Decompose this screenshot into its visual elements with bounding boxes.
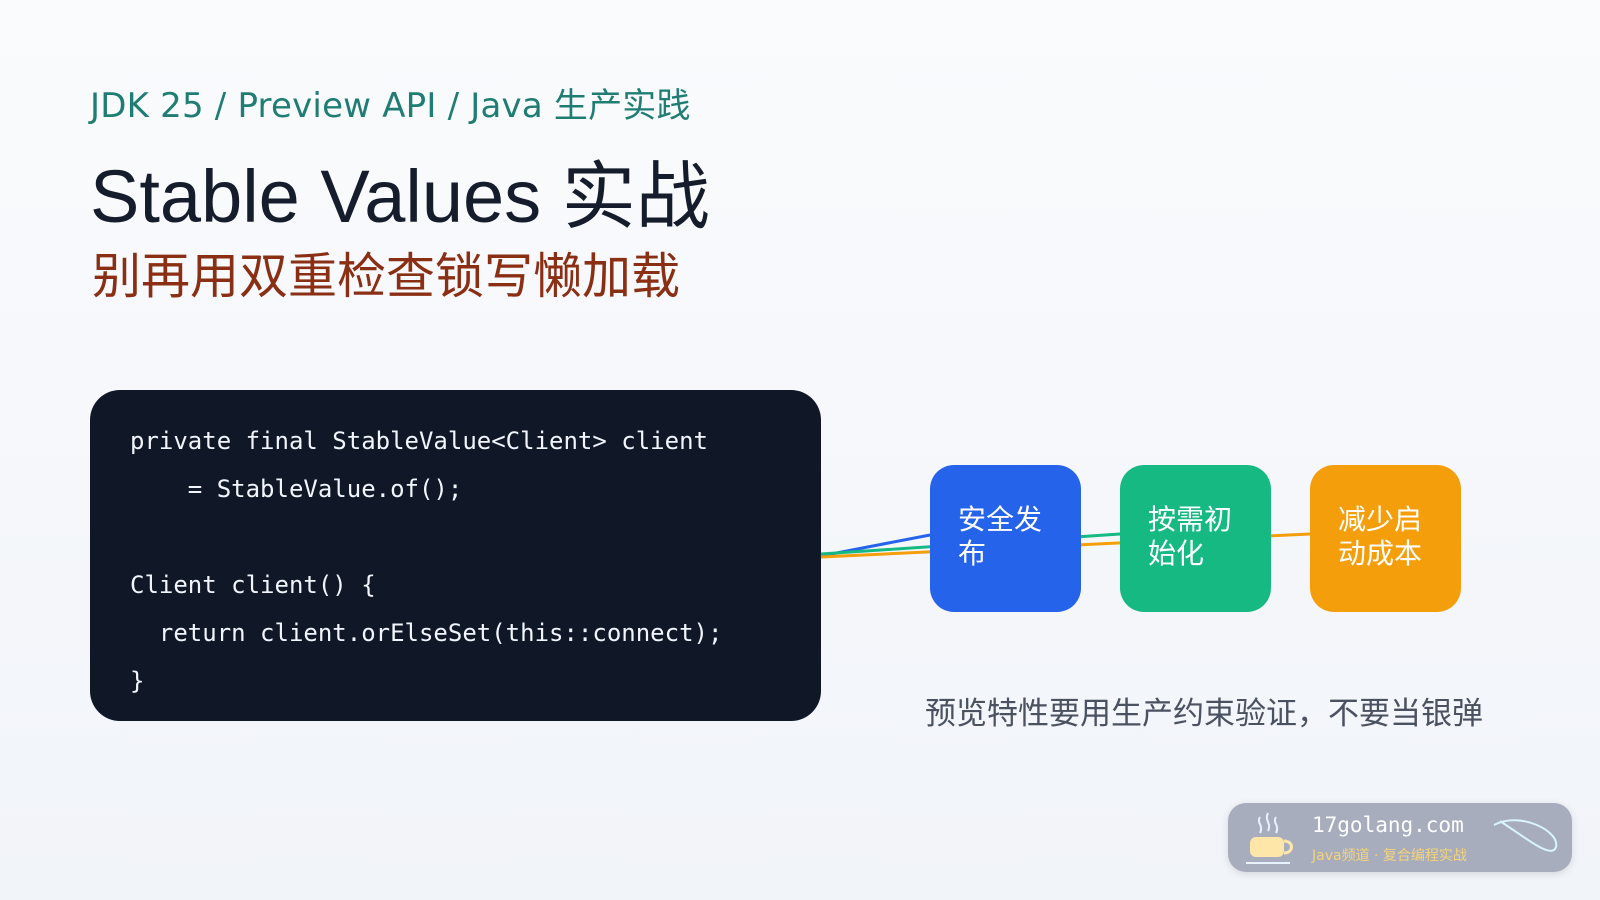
code-line: } <box>130 667 145 695</box>
watermark-badge: 17golang.com Java频道 · 复合编程实战 <box>1228 803 1572 872</box>
slide-subtitle: 别再用双重检查锁写懒加载 <box>92 248 681 305</box>
code-line: Client client() { <box>130 571 376 599</box>
code-line: return client.orElseSet(this::connect); <box>130 619 723 647</box>
coffee-cup-icon <box>1246 812 1293 864</box>
code-line <box>130 513 821 561</box>
connector-line-blue <box>820 533 931 558</box>
code-line: = StableValue.of(); <box>130 475 463 503</box>
eyebrow-breadcrumb: JDK 25 / Preview API / Java 生产实践 <box>90 86 691 126</box>
code-block: private final StableValue<Client> client… <box>90 390 821 721</box>
slide-title: Stable Values 实战 <box>90 155 710 238</box>
step-card-safe-publish: 安全发布 <box>930 465 1081 612</box>
caption-note: 预览特性要用生产约束验证，不要当银弹 <box>925 696 1483 732</box>
code-line: private final StableValue<Client> client <box>130 427 708 455</box>
step-card-lazy-init: 按需初始化 <box>1120 465 1271 612</box>
swirl-icon <box>1493 819 1558 852</box>
watermark-tagline: Java频道 · 复合编程实战 <box>1312 848 1467 864</box>
step-card-startup-cost: 减少启动成本 <box>1310 465 1461 612</box>
watermark-domain: 17golang.com <box>1312 813 1464 837</box>
